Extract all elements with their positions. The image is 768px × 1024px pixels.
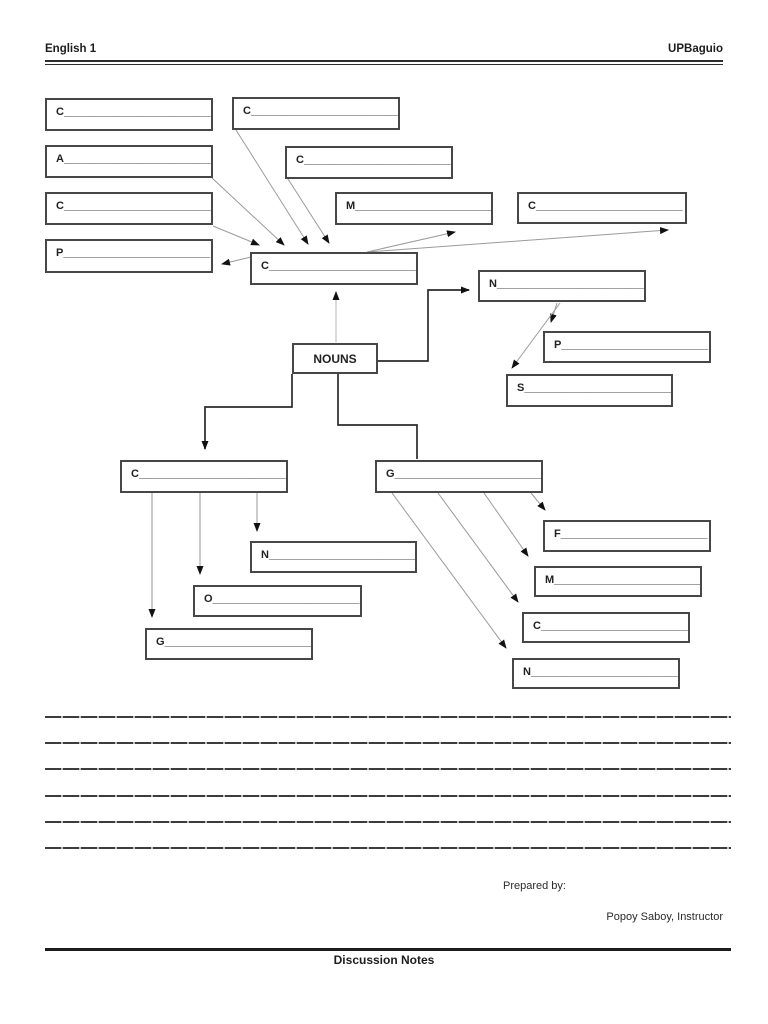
box-label: G________________________ <box>386 468 542 480</box>
footer-rule <box>45 948 731 951</box>
instructor-name: Popoy Saboy, Instructor <box>606 911 723 923</box>
notes-blank-line <box>45 742 731 744</box>
notes-blank-line <box>45 847 731 849</box>
edge-c2-to-common <box>235 129 309 245</box>
box-label: C________________________ <box>528 200 683 212</box>
notes-blank-line <box>45 795 731 797</box>
box-label: O________________________ <box>204 593 360 605</box>
edge-a1-to-common <box>211 177 285 246</box>
box-label: S________________________ <box>517 382 672 394</box>
diagram-box-nouns: NOUNS <box>292 343 378 374</box>
edge-c4-to-common <box>212 225 260 246</box>
edge-nouns-to-gright <box>337 374 418 459</box>
edge-n1-to-s1 <box>511 302 561 369</box>
edge-common-to-c5 <box>366 227 669 253</box>
diagram-box-a1: A________________________ <box>45 145 213 178</box>
diagram-box-n3: N________________________ <box>512 658 680 689</box>
box-label: P________________________ <box>56 247 211 259</box>
box-label: C________________________ <box>261 260 416 272</box>
diagram-box-p1: P________________________ <box>45 239 213 273</box>
box-label: G________________________ <box>156 636 312 648</box>
edge-gright-to-n3 <box>391 492 507 649</box>
box-label: C________________________ <box>243 105 398 117</box>
edge-gright-to-m2 <box>483 492 529 557</box>
diagram-box-s1: S________________________ <box>506 374 673 407</box>
diagram-box-c5: C________________________ <box>517 192 687 224</box>
diagram-box-m1: M________________________ <box>335 192 493 225</box>
edge-common-to-m1 <box>366 230 456 253</box>
diagram-box-o1: O________________________ <box>193 585 362 617</box>
edge-common-to-p1 <box>221 256 252 266</box>
box-label: M________________________ <box>545 574 701 586</box>
diagram-box-cleft: C________________________ <box>120 460 288 493</box>
box-label: C________________________ <box>56 106 211 118</box>
diagram-box-c4: C________________________ <box>45 192 213 225</box>
diagram-box-gright: G________________________ <box>375 460 543 493</box>
edge-gright-to-f1 <box>530 492 546 511</box>
edge-c3-to-common <box>287 178 330 244</box>
box-label: F________________________ <box>554 528 708 540</box>
box-label: A________________________ <box>56 153 211 165</box>
box-label: NOUNS <box>313 352 357 366</box>
box-label: P________________________ <box>554 339 709 351</box>
header-rule <box>45 60 723 65</box>
diagram-box-common: C________________________ <box>250 252 418 285</box>
header-course: English 1 <box>45 43 97 55</box>
box-label: N________________________ <box>489 278 644 290</box>
notes-blank-line <box>45 821 731 823</box>
diagram-box-c1: C________________________ <box>45 98 213 131</box>
notes-blank-line <box>45 716 731 718</box>
edge-gright-to-c6 <box>437 492 519 603</box>
box-label: N________________________ <box>261 549 416 561</box>
diagram-box-c6: C________________________ <box>522 612 690 643</box>
box-label: N________________________ <box>523 666 678 678</box>
edge-nouns-to-cleft <box>201 374 293 450</box>
box-label: C________________________ <box>296 154 451 166</box>
notes-blank-line <box>45 768 731 770</box>
diagram-box-m2: M________________________ <box>534 566 702 597</box>
box-label: M________________________ <box>346 200 493 212</box>
diagram-box-c2: C________________________ <box>232 97 400 130</box>
diagram-box-p2: P________________________ <box>543 331 711 363</box>
prepared-by-label: Prepared by: <box>503 880 566 892</box>
diagram-box-g2: G________________________ <box>145 628 313 660</box>
document-title: Discussion Notes <box>333 953 435 967</box>
box-label: C________________________ <box>533 620 688 632</box>
edge-nouns-to-n1 <box>378 286 470 362</box>
diagram-box-c3: C________________________ <box>285 146 453 179</box>
diagram-box-n1: N________________________ <box>478 270 646 302</box>
diagram-box-f1: F________________________ <box>543 520 711 552</box>
diagram-box-n2: N________________________ <box>250 541 417 573</box>
box-label: C________________________ <box>56 200 211 212</box>
header-school: UPBaguio <box>668 43 723 55</box>
box-label: C________________________ <box>131 468 286 480</box>
edge-n1-to-p2 <box>550 302 558 323</box>
